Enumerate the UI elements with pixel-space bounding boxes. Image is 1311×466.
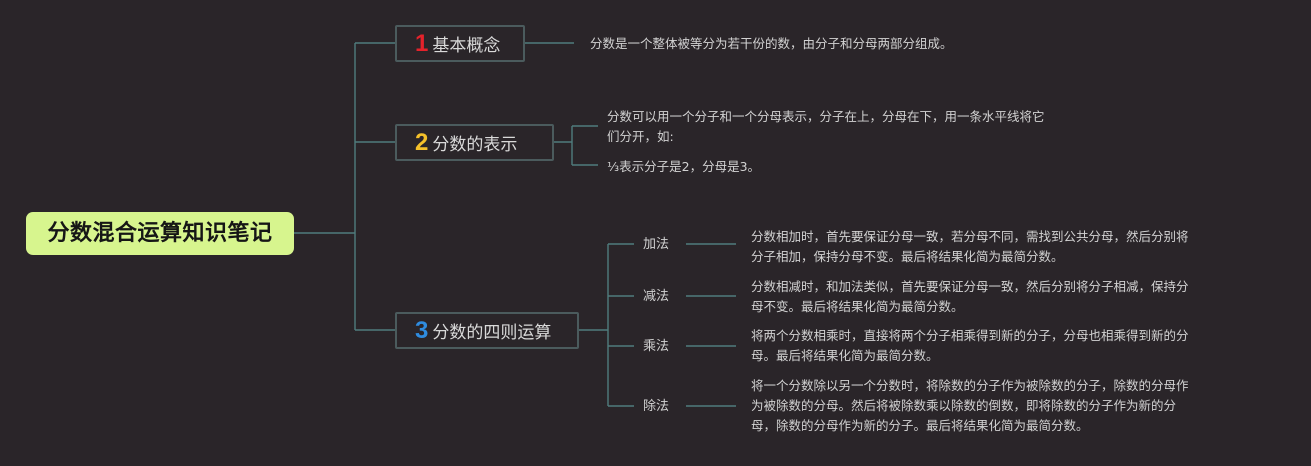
topic-basic-concept[interactable]: 1 基本概念 [395, 25, 525, 62]
detail-addition-line-2: 分子相加，保持分母不变。最后将结果化简为最简分数。 [751, 249, 1064, 264]
detail-multiplication-line-1: 将两个分数相乘时，直接将两个分子相乘得到新的分子，分母也相乘得到新的分 [751, 328, 1189, 343]
detail-division-line-1: 将一个分数除以另一个分数时，将除数的分子作为被除数的分子，除数的分母作 [751, 378, 1189, 393]
number-2-icon: 2 [415, 128, 429, 156]
topic-label: 基本概念 [432, 36, 501, 56]
detail-representation-example: ⅓表示分子是2，分母是3。 [607, 159, 761, 174]
detail-representation-line-2: 们分开，如: [607, 129, 674, 144]
detail-subtraction-line-2: 母不变。最后将结果化简为最简分数。 [751, 299, 964, 314]
operation-multiplication[interactable]: 乘法 [643, 339, 670, 354]
operation-subtraction[interactable]: 减法 [643, 289, 670, 304]
detail-subtraction-line-1: 分数相减时，和加法类似，首先要保证分母一致，然后分别将分子相减，保持分 [751, 279, 1189, 294]
detail-basic-concept: 分数是一个整体被等分为若干份的数，由分子和分母两部分组成。 [590, 36, 953, 51]
number-1-icon: 1 [415, 29, 429, 57]
root-node[interactable]: 分数混合运算知识笔记 [26, 212, 294, 255]
detail-addition-line-1: 分数相加时，首先要保证分母一致，若分母不同，需找到公共分母，然后分别将 [751, 229, 1189, 244]
topic-label: 分数的表示 [432, 135, 518, 155]
operation-division[interactable]: 除法 [643, 399, 670, 414]
topic-representation[interactable]: 2 分数的表示 [395, 124, 554, 161]
topic-label: 分数的四则运算 [432, 323, 552, 343]
operation-addition[interactable]: 加法 [643, 237, 670, 252]
detail-multiplication-line-2: 母。最后将结果化简为最简分数。 [751, 348, 939, 363]
detail-representation-line-1: 分数可以用一个分子和一个分母表示，分子在上，分母在下，用一条水平线将它 [607, 109, 1045, 124]
detail-division-line-3: 母，除数的分母作为新的分子。最后将结果化简为最简分数。 [751, 418, 1089, 433]
detail-division-line-2: 为被除数的分母。然后将被除数乘以除数的倒数，即将除数的分子作为新的分 [751, 398, 1177, 413]
number-3-icon: 3 [415, 316, 429, 344]
topic-four-operations[interactable]: 3 分数的四则运算 [395, 312, 579, 349]
